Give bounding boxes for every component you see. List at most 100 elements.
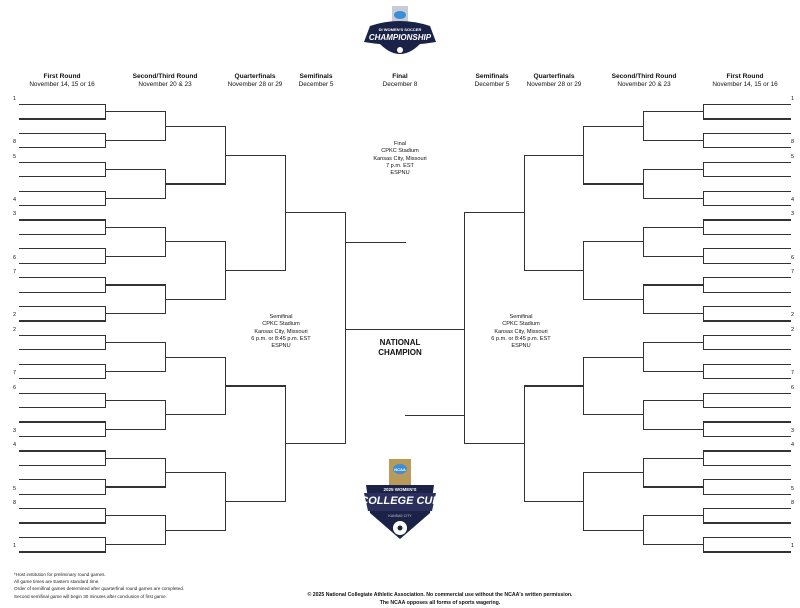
seed-label: 2 bbox=[13, 326, 17, 333]
college-cup-logo: NCAA 2025 WOMEN'S COLLEGE CUP KANSAS CIT… bbox=[360, 455, 440, 543]
first-round-slot bbox=[703, 277, 791, 279]
seed-label: 6 bbox=[791, 254, 795, 261]
seed-label: 7 bbox=[13, 269, 17, 276]
seed-label: 4 bbox=[791, 197, 795, 203]
seed-label: 1 bbox=[13, 96, 17, 102]
first-round-slot bbox=[703, 219, 791, 221]
first-round-slot bbox=[703, 176, 791, 178]
second-round-slot bbox=[643, 284, 704, 286]
second-round-slot bbox=[643, 457, 704, 459]
final-info-line: ESPNU bbox=[390, 170, 410, 177]
semifinal-slot bbox=[464, 212, 525, 214]
third-round-slot bbox=[165, 529, 226, 531]
third-round-slot bbox=[165, 471, 226, 474]
first-round-slot bbox=[19, 407, 106, 409]
first-round-slot bbox=[703, 363, 791, 365]
first-round-slot bbox=[19, 522, 106, 524]
third-round-slot bbox=[583, 125, 644, 127]
quarterfinal-slot bbox=[524, 269, 584, 272]
semifinal-info-line: CPKC Stadium bbox=[502, 321, 540, 328]
seed-label: 8 bbox=[13, 500, 17, 507]
second-round-slot bbox=[643, 140, 704, 142]
seed-label: 5 bbox=[13, 153, 17, 160]
seed-label: 8 bbox=[791, 139, 795, 146]
first-round-slot bbox=[703, 147, 791, 149]
third-round-slot bbox=[165, 298, 226, 300]
second-round-slot bbox=[105, 197, 166, 199]
third-round-slot bbox=[583, 529, 644, 531]
first-round-slot bbox=[19, 551, 106, 553]
semifinal-right-info: Semifinal CPKC Stadium Kansas City, Miss… bbox=[461, 314, 581, 350]
first-round-slot bbox=[19, 334, 106, 337]
seed-label: 7 bbox=[791, 370, 795, 377]
seed-label: 1 bbox=[791, 96, 795, 102]
first-round-slot bbox=[703, 205, 791, 207]
first-round-slot bbox=[19, 349, 106, 351]
second-round-slot bbox=[105, 255, 166, 257]
first-round-slot bbox=[19, 161, 106, 163]
second-round-slot bbox=[105, 428, 166, 430]
first-round-slot bbox=[19, 190, 106, 192]
final-info-line: CPKC Stadium bbox=[381, 148, 419, 155]
first-round-slot bbox=[703, 262, 791, 264]
seed-label: 1 bbox=[13, 543, 17, 550]
seed-label: 7 bbox=[13, 370, 17, 377]
quarterfinal-slot bbox=[524, 154, 584, 156]
first-round-slot bbox=[19, 421, 106, 423]
champion-line: CHAMPION bbox=[378, 348, 422, 357]
svg-text:DI WOMEN'S SOCCER: DI WOMEN'S SOCCER bbox=[379, 27, 422, 32]
first-round-slot bbox=[703, 334, 791, 337]
semifinal-left-info: Semifinal CPKC Stadium Kansas City, Miss… bbox=[221, 314, 341, 350]
seed-label: 5 bbox=[13, 485, 17, 492]
first-round-slot bbox=[703, 435, 791, 438]
first-round-slot bbox=[703, 248, 791, 250]
first-round-slot bbox=[19, 508, 106, 510]
final-info-line: Kansas City, Missouri bbox=[373, 155, 427, 162]
semifinal-info-line: 6 p.m. or 8:45 p.m. EST bbox=[491, 335, 551, 342]
second-round-slot bbox=[105, 399, 166, 401]
third-round-slot bbox=[583, 471, 644, 474]
seed-label: 1 bbox=[791, 543, 795, 550]
semifinal-info-line: Kansas City, Missouri bbox=[494, 328, 548, 335]
second-round-slot bbox=[105, 370, 166, 373]
first-round-slot bbox=[19, 205, 106, 207]
champion-line: NATIONAL bbox=[379, 338, 421, 347]
final-slot-right bbox=[405, 415, 465, 417]
second-round-slot bbox=[643, 313, 704, 315]
footnote: All game times are Eastern standard time… bbox=[14, 579, 100, 585]
semifinal-info-line: ESPNU bbox=[271, 343, 291, 350]
first-round-slot bbox=[703, 349, 791, 351]
first-round-slot bbox=[703, 464, 791, 466]
first-round-slot bbox=[19, 104, 106, 106]
seed-label: 2 bbox=[13, 312, 17, 319]
second-round-slot bbox=[105, 313, 166, 315]
seed-label: 5 bbox=[791, 485, 795, 492]
second-round-slot bbox=[643, 399, 704, 401]
first-round-slot bbox=[19, 464, 106, 466]
third-round-slot bbox=[583, 298, 644, 300]
semifinal-info-line: 6 p.m. or 8:45 p.m. EST bbox=[251, 335, 311, 342]
first-round-slot bbox=[19, 219, 106, 221]
third-round-slot bbox=[165, 125, 226, 127]
first-round-slot bbox=[19, 176, 106, 178]
first-round-slot bbox=[19, 147, 106, 149]
third-round-slot bbox=[583, 183, 644, 185]
bracket-connector bbox=[464, 212, 466, 445]
third-round-slot bbox=[165, 414, 226, 416]
championship-logo: DI WOMEN'S SOCCER CHAMPIONSHIP bbox=[360, 4, 440, 62]
final-info-line: 7 p.m. EST bbox=[386, 162, 414, 169]
semifinal-info-line: ESPNU bbox=[511, 343, 531, 350]
first-round-slot bbox=[703, 493, 791, 495]
seed-label: 4 bbox=[791, 442, 795, 449]
first-round-slot bbox=[19, 536, 106, 539]
third-round-slot bbox=[583, 356, 644, 358]
first-round-slot bbox=[19, 233, 106, 236]
seed-label: 7 bbox=[791, 269, 795, 276]
second-round-slot bbox=[105, 457, 166, 459]
semifinal-slot bbox=[285, 212, 346, 214]
second-round-slot bbox=[105, 342, 166, 344]
